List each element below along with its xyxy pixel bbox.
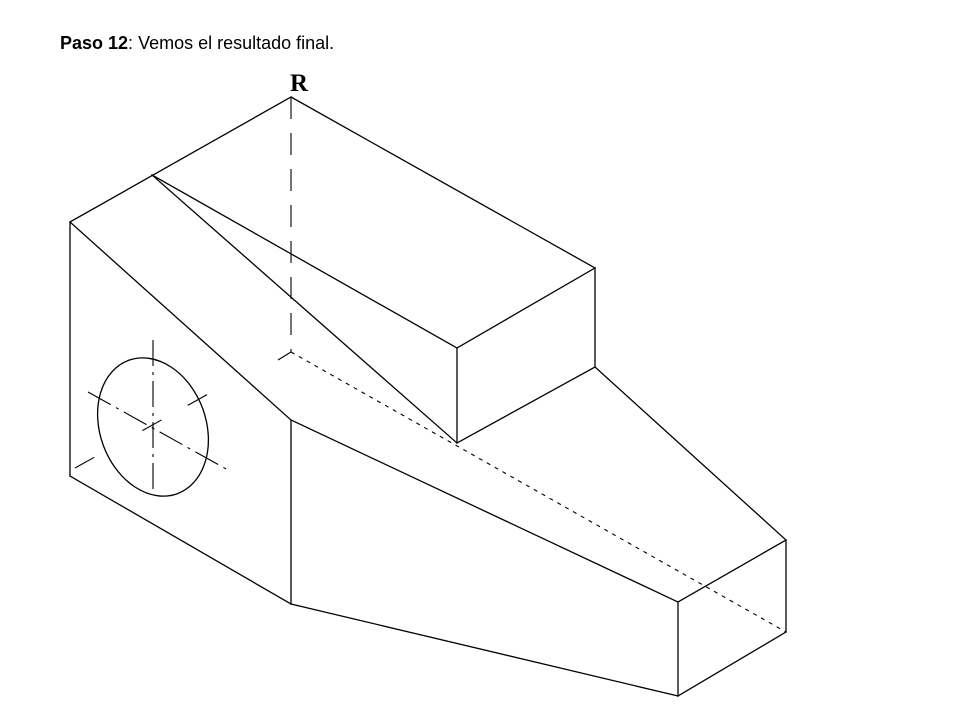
edge <box>69 221 292 421</box>
edge <box>151 174 458 444</box>
hidden-edge <box>290 351 787 633</box>
hidden-edge <box>277 351 292 361</box>
step-label: Paso 12 <box>60 33 129 53</box>
edge <box>290 419 679 603</box>
step-caption: Paso 12: Vemos el resultado final. <box>60 33 334 54</box>
edge <box>151 174 458 349</box>
edge <box>456 366 596 444</box>
center-line-horizontal <box>87 391 229 471</box>
step-separator: : <box>128 33 134 53</box>
edge <box>290 603 679 697</box>
edge <box>677 539 787 603</box>
center-line-diagonal <box>74 367 256 469</box>
edge <box>456 267 596 349</box>
edge <box>69 96 292 223</box>
edge <box>594 366 787 541</box>
step-description: Vemos el resultado final. <box>133 33 335 53</box>
hole-ellipse <box>96 357 210 497</box>
edge <box>677 631 787 697</box>
edge <box>69 475 292 605</box>
edge <box>290 96 596 269</box>
vertex-label-r: R <box>290 70 309 97</box>
